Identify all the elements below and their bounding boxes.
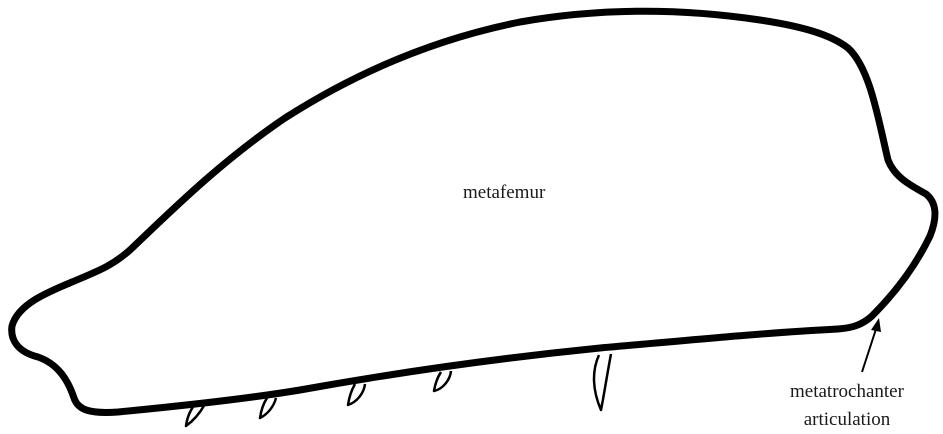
label-line-2: articulation [790, 406, 904, 434]
spine [260, 398, 276, 418]
metafemur-label: metafemur [463, 183, 545, 202]
label-line-1: metatrochanter [790, 378, 904, 406]
femur-outline [12, 11, 935, 412]
arrow-shaft [862, 326, 877, 372]
spine [594, 354, 611, 410]
metatrochanter-articulation-label: metatrochanter articulation [790, 378, 904, 434]
spine [348, 384, 365, 405]
articulation-arrow [862, 318, 881, 372]
spine [434, 371, 451, 391]
